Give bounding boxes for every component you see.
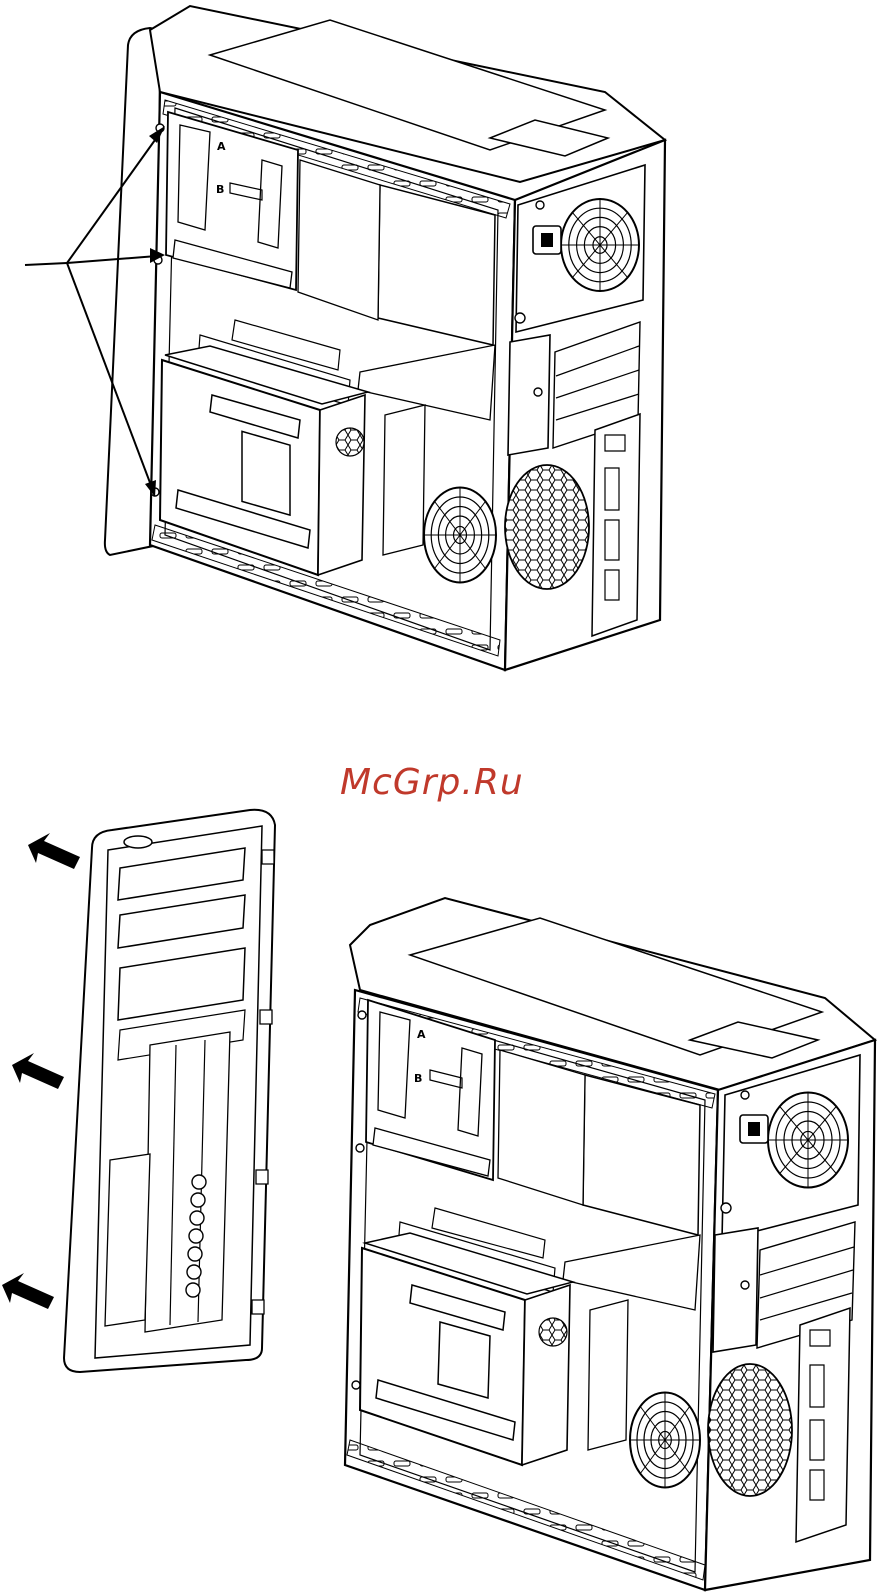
detached-front-bezel xyxy=(64,810,275,1372)
callout-arrow-icon xyxy=(67,248,165,263)
watermark: McGrp.Ru xyxy=(340,762,560,803)
removal-direction-arrow-icon xyxy=(12,1053,64,1089)
chassis-without-bezel: A B xyxy=(345,898,875,1590)
fan-icon xyxy=(424,488,496,583)
chassis-with-bezel: A B xyxy=(105,6,665,670)
removal-direction-arrow-icon xyxy=(2,1273,54,1309)
bay-label-a: A xyxy=(217,140,226,153)
removal-direction-arrow-icon xyxy=(28,833,80,869)
bay-label-b: B xyxy=(216,183,224,196)
fan-icon xyxy=(630,1393,700,1488)
bay-label-a: A xyxy=(417,1028,426,1041)
bay-label-b: B xyxy=(414,1072,422,1085)
removal-arrows xyxy=(2,833,80,1309)
